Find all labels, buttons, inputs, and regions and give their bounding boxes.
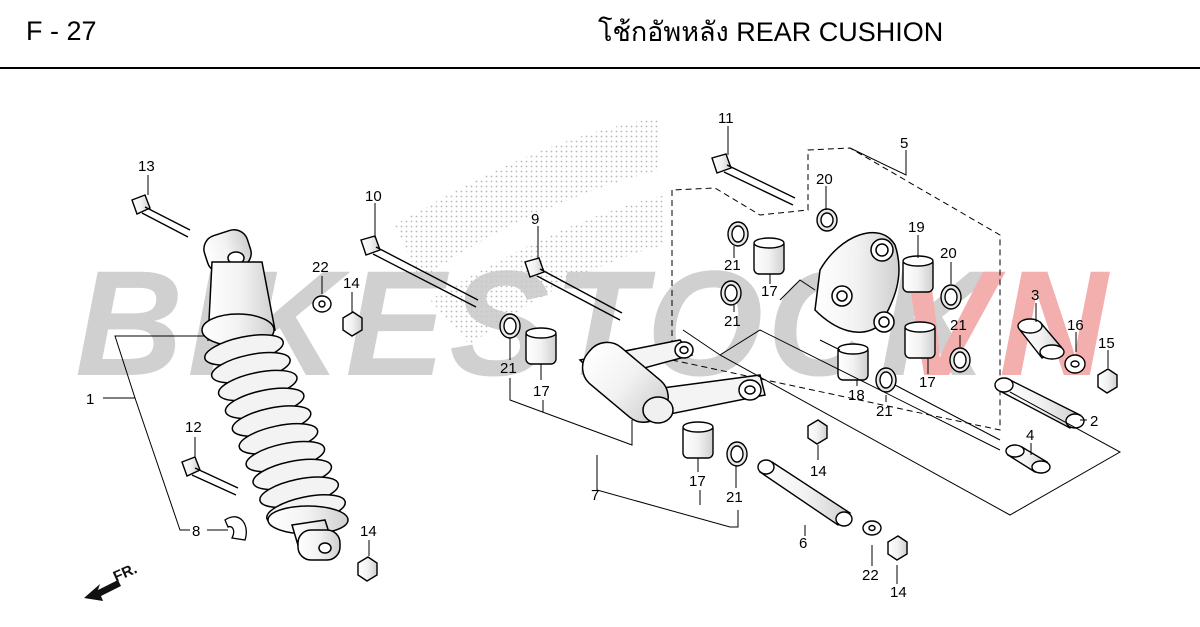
callout-c2: 2 (1090, 413, 1098, 430)
callout-c16: 16 (1067, 317, 1084, 334)
callout-c21a: 21 (724, 257, 741, 274)
callout-c5: 5 (900, 135, 908, 152)
background-wing-logo (395, 118, 665, 345)
clip-8 (224, 516, 247, 541)
callout-c12: 12 (185, 419, 202, 436)
nuts-and-washers (312, 295, 1118, 582)
callout-c14d: 14 (890, 584, 907, 601)
callout-c18: 18 (848, 387, 865, 404)
callout-c8: 8 (192, 523, 200, 540)
callout-c22a: 22 (312, 259, 329, 276)
callout-c14a: 14 (343, 275, 360, 292)
assembly-5-frame (671, 147, 1001, 431)
connecting-rod-7 (578, 339, 766, 424)
callout-c4: 4 (1026, 427, 1034, 444)
callout-c17c: 17 (689, 473, 706, 490)
rear-cushion-assembly (201, 229, 349, 561)
page-code: F - 27 (26, 16, 97, 46)
collars (757, 318, 1085, 527)
callout-c1: 1 (86, 391, 94, 408)
callout-c3: 3 (1031, 287, 1039, 304)
callout-c13: 13 (138, 158, 155, 175)
callout-c20a: 20 (816, 171, 833, 188)
callout-c22b: 22 (862, 567, 879, 584)
front-arrow-icon (84, 580, 121, 601)
callout-c19: 19 (908, 219, 925, 236)
leader-lines (103, 126, 1122, 584)
callout-c6: 6 (799, 535, 807, 552)
cushion-arm-5 (814, 231, 900, 333)
callout-c9: 9 (531, 211, 539, 228)
callout-c17a: 17 (761, 283, 778, 300)
callout-c21b: 21 (724, 313, 741, 330)
callout-c7: 7 (591, 487, 599, 504)
callout-c21d: 21 (726, 489, 743, 506)
front-direction-indicator: FR. (84, 560, 140, 601)
bolts (131, 153, 796, 496)
callout-c11: 11 (718, 110, 734, 127)
callout-c21e: 21 (950, 317, 967, 334)
callout-labels: 1 2 3 4 5 6 7 8 9 10 11 12 13 14 14 14 1… (86, 110, 1115, 601)
callout-c10: 10 (365, 188, 382, 205)
header-divider (0, 67, 1200, 69)
page-title: โช้กอัพหลัง REAR CUSHION (598, 17, 944, 47)
callout-c21c: 21 (500, 360, 517, 377)
callout-c17b: 17 (533, 383, 550, 400)
callout-c20b: 20 (940, 245, 957, 262)
callout-c14b: 14 (360, 523, 377, 540)
callout-c17d: 17 (919, 374, 936, 391)
callout-c15: 15 (1098, 335, 1115, 352)
callout-c14c: 14 (810, 463, 827, 480)
callout-c21f: 21 (876, 403, 893, 420)
front-label: FR. (111, 560, 140, 585)
